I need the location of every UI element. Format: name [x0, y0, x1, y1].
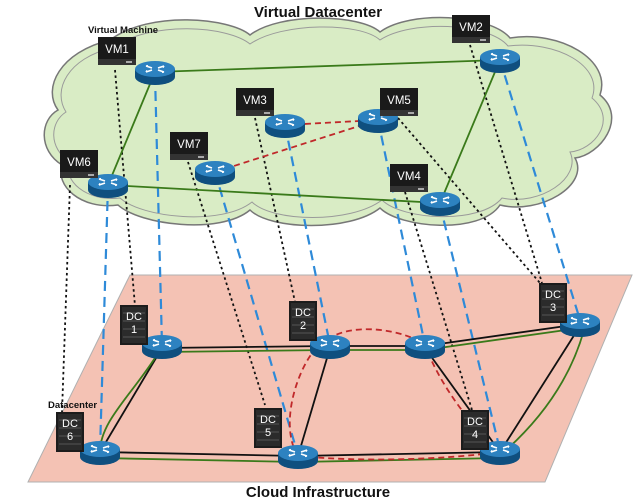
vm-label: VM5 — [387, 95, 411, 107]
router-mapping-links — [98, 59, 582, 456]
vm-label: VM6 — [67, 157, 91, 169]
vm-label: VM7 — [177, 139, 201, 151]
vm-label: VM1 — [105, 44, 129, 56]
router-icon — [479, 48, 521, 74]
router-icon — [264, 113, 306, 139]
dc-dc4: DC 4 — [461, 410, 489, 450]
vm-label: VM2 — [459, 22, 483, 34]
dc-label-line1: DC — [126, 311, 142, 323]
virtual-datacenter-cloud — [43, 16, 613, 227]
dc-dc6: DC 6 — [56, 412, 84, 452]
dc-label-line1: DC — [62, 418, 78, 430]
dc-label-line2: 2 — [300, 320, 306, 332]
router-icon — [194, 160, 236, 186]
dc-label-line2: 1 — [131, 324, 137, 336]
dc-dc5: DC 5 — [254, 408, 282, 448]
dc-dc1: DC 1 — [120, 305, 148, 345]
virtual-machine-label: Virtual Machine — [88, 25, 158, 36]
dc-label-line2: 5 — [265, 427, 271, 439]
vm-vm4: VM4 — [390, 164, 428, 192]
dc-label-line1: DC — [545, 289, 561, 301]
dc-label-line1: DC — [467, 416, 483, 428]
router-icon — [419, 191, 461, 217]
vm-vm6: VM6 — [60, 150, 98, 178]
dc-label-line2: 4 — [472, 429, 478, 441]
bottom-title: Cloud Infrastructure — [246, 484, 390, 501]
dc-label-line1: DC — [295, 307, 311, 319]
dc-label-line1: DC — [260, 414, 276, 426]
vm-to-dc-dotted-links — [61, 44, 543, 413]
vm-label: VM4 — [397, 171, 421, 183]
dc-dc3: DC 3 — [539, 283, 567, 323]
router-icon — [277, 444, 319, 470]
vm-vm3: VM3 — [236, 88, 274, 116]
dc-label-line2: 3 — [550, 302, 556, 314]
vm-label: VM3 — [243, 95, 267, 107]
vm-vm2: VM2 — [452, 15, 490, 43]
vm-vm1: VM1 — [98, 37, 136, 65]
dc-dc2: DC 2 — [289, 301, 317, 341]
router-icon — [404, 334, 446, 360]
router-icon — [79, 440, 121, 466]
dc-label-line2: 6 — [67, 431, 73, 443]
router-icon — [134, 60, 176, 86]
vm-vm5: VM5 — [380, 88, 418, 116]
top-title: Virtual Datacenter — [254, 4, 382, 21]
datacenter-label: Datacenter — [48, 400, 97, 411]
vm-vm7: VM7 — [170, 132, 208, 160]
virtual-links — [107, 59, 501, 204]
physical-red-path — [288, 328, 503, 461]
